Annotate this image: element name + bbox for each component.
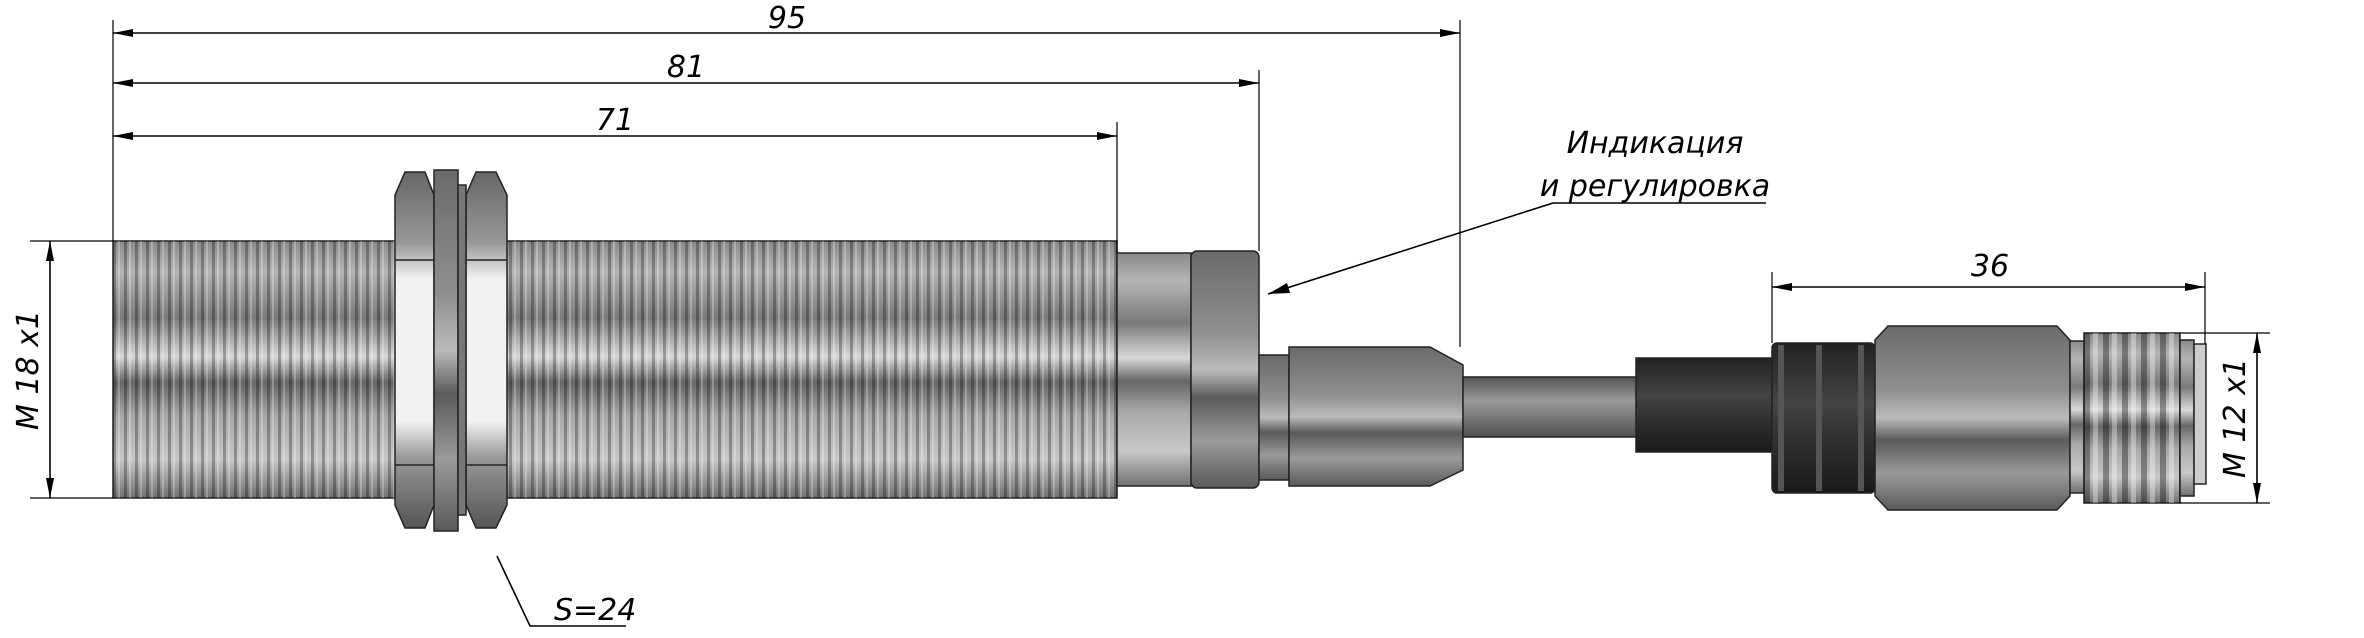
cable-connector-body [1874, 325, 2207, 511]
sensor-connector-housing [1258, 346, 1464, 487]
cable [1462, 376, 1639, 438]
dimension-label-m12: M 12 x1 [2218, 358, 2253, 478]
cable-connector-rubber [1635, 342, 1876, 494]
dimension-sensor-thread: M 18 x1 [11, 240, 113, 499]
sensor-threaded-body [112, 240, 1118, 499]
nut-size-callout: S=24 [496, 555, 636, 628]
lock-nut [394, 169, 508, 532]
sensor-collar [1116, 250, 1260, 489]
dimension-length-to-ring: 81 [113, 50, 1260, 251]
dimension-label-71: 71 [596, 103, 634, 138]
dimension-label-81: 81 [667, 50, 705, 85]
callout-line-2: и регулировка [1540, 169, 1770, 204]
dimension-label-36: 36 [1971, 249, 2009, 284]
callout-line-1: Индикация [1567, 126, 1744, 161]
dimension-connector-thread: M 12 x1 [2180, 332, 2270, 504]
dimension-thread-length: 71 [113, 103, 1118, 253]
dimension-connector-length: 36 [1771, 249, 2206, 344]
dimension-label-m18: M 18 x1 [11, 310, 46, 430]
dimension-overall-length: 95 [112, 1, 1461, 347]
indication-callout: Индикация и регулировка [1267, 126, 1770, 295]
nut-size-label: S=24 [554, 593, 636, 628]
dimension-label-95: 95 [768, 1, 806, 36]
